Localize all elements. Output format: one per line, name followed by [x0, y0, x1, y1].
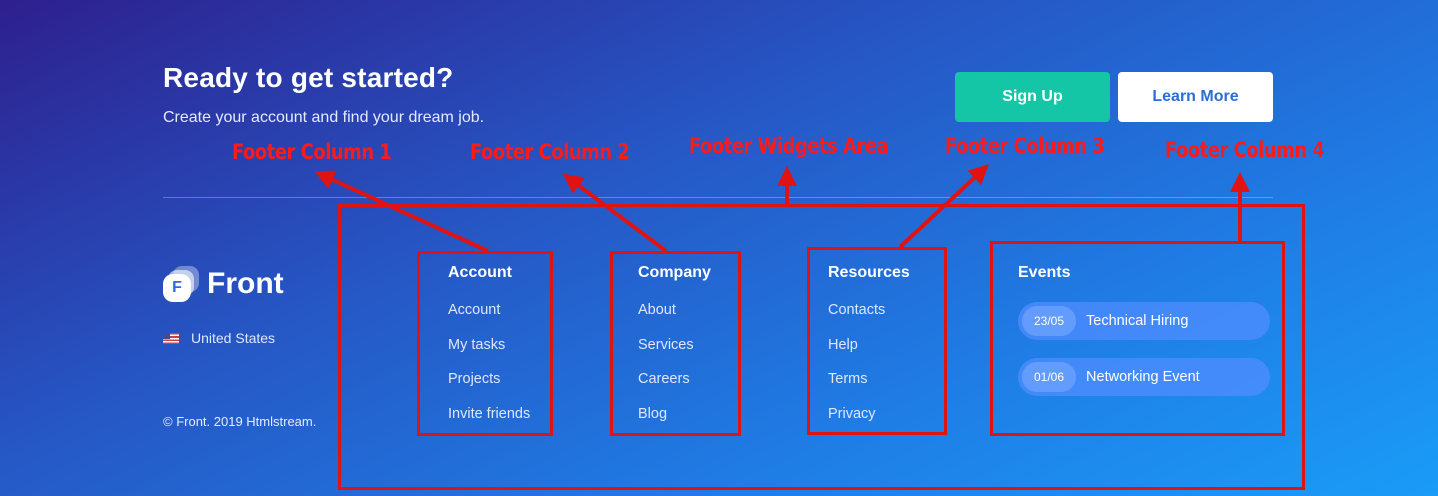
- column-title-resources: Resources: [828, 264, 910, 281]
- column-title-account: Account: [448, 264, 512, 281]
- footer-link-careers[interactable]: Careers: [638, 371, 690, 387]
- footer-column-resources: Resources Contacts Help Terms Privacy: [828, 264, 910, 440]
- annotation-box-column-1: [417, 251, 553, 436]
- event-title: Technical Hiring: [1086, 313, 1189, 329]
- footer-column-company: Company About Services Careers Blog: [638, 264, 711, 440]
- event-title: Networking Event: [1086, 369, 1200, 385]
- footer-column-account: Account Account My tasks Projects Invite…: [448, 264, 530, 440]
- annotation-label-column-1: Footer Column 1: [232, 140, 392, 164]
- country-selector[interactable]: United States: [163, 330, 275, 346]
- event-date-badge: 01/06: [1022, 362, 1077, 392]
- annotation-label-column-2: Footer Column 2: [470, 140, 630, 164]
- event-item[interactable]: 23/05 Technical Hiring: [1018, 302, 1270, 340]
- column-title-company: Company: [638, 264, 711, 281]
- front-logo-icon: F: [163, 266, 199, 302]
- annotation-label-column-4: Footer Column 4: [1165, 138, 1325, 162]
- annotation-box-column-3: [807, 247, 947, 435]
- annotation-label-column-3: Footer Column 3: [945, 134, 1105, 158]
- copyright-text: © Front. 2019 Htmlstream.: [163, 414, 317, 429]
- footer-link-my-tasks[interactable]: My tasks: [448, 336, 506, 353]
- footer-link-services[interactable]: Services: [638, 336, 694, 353]
- country-label: United States: [191, 330, 276, 346]
- us-flag-icon: [163, 332, 179, 344]
- footer-divider: [163, 197, 1273, 198]
- footer-link-account[interactable]: Account: [448, 302, 501, 318]
- footer-link-about[interactable]: About: [638, 302, 676, 318]
- brand-name: Front: [207, 267, 284, 300]
- event-date-badge: 23/05: [1022, 306, 1077, 336]
- cta-title: Ready to get started?: [163, 62, 454, 93]
- event-item[interactable]: 01/06 Networking Event: [1018, 358, 1270, 396]
- footer-link-privacy[interactable]: Privacy: [828, 405, 876, 422]
- footer-link-terms[interactable]: Terms: [828, 371, 868, 387]
- annotation-box-column-4: [990, 241, 1285, 436]
- footer-link-contacts[interactable]: Contacts: [828, 302, 886, 318]
- learn-more-button[interactable]: Learn More: [1118, 72, 1273, 122]
- footer-link-invite-friends[interactable]: Invite friends: [448, 405, 531, 422]
- column-title-events: Events: [1018, 264, 1071, 281]
- annotation-box-widgets-area: [338, 204, 1305, 490]
- footer-link-projects[interactable]: Projects: [448, 371, 501, 387]
- cta-subtitle: Create your account and find your dream …: [163, 109, 485, 126]
- annotation-label-widgets-area: Footer Widgets Area: [689, 134, 889, 158]
- logo-letter: F: [163, 274, 191, 302]
- footer-link-help[interactable]: Help: [828, 336, 858, 353]
- footer-link-blog[interactable]: Blog: [638, 405, 668, 422]
- footer-column-events: Events 23/05 Technical Hiring 01/06 Netw…: [1018, 264, 1270, 414]
- sign-up-button[interactable]: Sign Up: [955, 72, 1110, 122]
- brand-logo[interactable]: F Front: [163, 266, 284, 302]
- annotation-box-column-2: [610, 251, 741, 436]
